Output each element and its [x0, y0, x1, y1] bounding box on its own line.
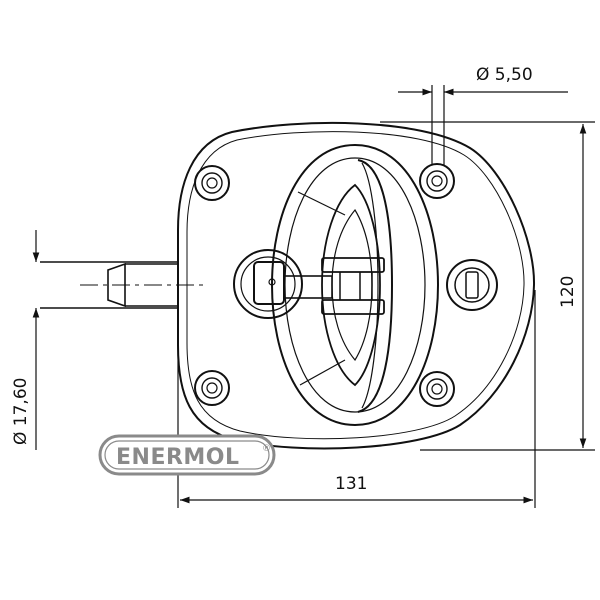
- dimension-hole-diameter: [398, 85, 568, 165]
- mounting-hole-top-left: [194, 165, 230, 201]
- enermol-logo: ENERMOL ®: [98, 434, 276, 476]
- t-handle: [321, 159, 394, 413]
- logo-text: ENERMOL: [116, 445, 240, 470]
- logo-registered-mark: ®: [262, 444, 271, 454]
- pivot-hub: [233, 249, 333, 319]
- shaft: [40, 261, 205, 309]
- mounting-hole-bottom-right: [419, 371, 455, 407]
- dimension-label-height: 120: [558, 276, 578, 308]
- mounting-hole-top-right: [419, 163, 455, 199]
- latch-body: [177, 122, 536, 450]
- dimension-height: [380, 121, 595, 451]
- key-lock: [446, 259, 498, 311]
- handle-recess: [270, 143, 440, 427]
- dimension-label-shaft-diameter: Ø 17,60: [11, 378, 31, 445]
- dimension-label-width: 131: [335, 474, 367, 494]
- dimension-label-hole-diameter: Ø 5,50: [476, 65, 533, 85]
- dimension-width: [177, 290, 536, 508]
- mounting-hole-bottom-left: [194, 370, 230, 406]
